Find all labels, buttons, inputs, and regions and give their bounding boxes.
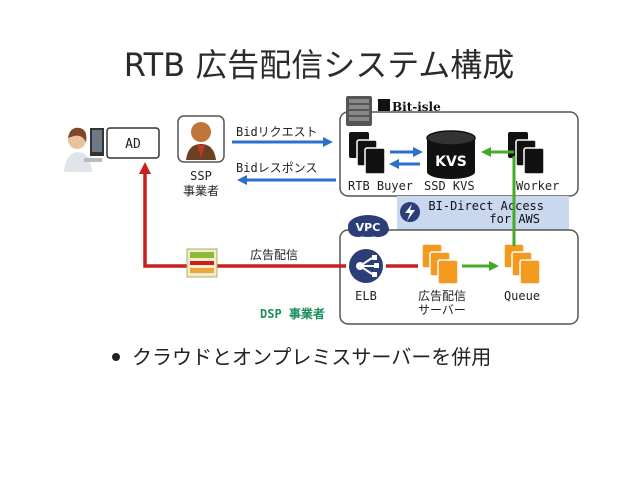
ssd-kvs-label: SSD KVS: [424, 179, 475, 193]
vpc-cloud-icon: VPC: [348, 215, 389, 237]
queue-icon: [503, 243, 541, 285]
direct-access-line1: BI-Direct Access: [428, 199, 544, 213]
bullet-text: クラウドとオンプレミスサーバーを併用: [132, 345, 492, 369]
queue-label: Queue: [504, 289, 540, 303]
ssp-person-icon: [177, 115, 225, 163]
ad-server-icon: [421, 243, 459, 285]
bid-request-label: Bidリクエスト: [236, 125, 318, 139]
kvs-badge: KVS: [435, 154, 467, 170]
elb-label: ELB: [355, 289, 377, 303]
server-rack-icon: [346, 96, 372, 126]
direct-access-band: [397, 196, 569, 230]
bullet-dot-icon: [112, 352, 120, 361]
kvs-database-icon: KVS: [426, 130, 476, 179]
banner-ad-icon: [186, 248, 218, 278]
bitisle-logo: Bit-isle: [378, 99, 441, 114]
elb-icon: [349, 249, 383, 283]
vpc-badge: VPC: [356, 221, 381, 234]
ad-delivery-label: 広告配信: [250, 248, 298, 262]
rtb-buyer-label: RTB Buyer: [348, 179, 413, 193]
bid-response-label: Bidレスポンス: [236, 161, 317, 175]
rtb-buyer-icon: [349, 132, 386, 175]
page-title: RTB 広告配信システム構成: [123, 46, 515, 84]
dsp-label: DSP 事業者: [260, 306, 325, 321]
lightning-icon: [400, 202, 420, 222]
user-at-computer-icon: [64, 127, 104, 172]
ad-server-label-line1: 広告配信: [418, 289, 466, 303]
ad-box: [106, 127, 160, 159]
bullet-point: クラウドとオンプレミスサーバーを併用: [112, 341, 491, 370]
ad-delivery-arrow: [145, 166, 418, 268]
ad-box-label: AD: [125, 137, 141, 152]
ssp-label-line2: 事業者: [183, 184, 219, 198]
ssp-label-line1: SSP: [190, 169, 212, 183]
ad-server-label-line2: サーバー: [418, 303, 466, 317]
bitisle-logo-text: Bit-isle: [392, 100, 441, 114]
worker-label: Worker: [516, 179, 559, 193]
